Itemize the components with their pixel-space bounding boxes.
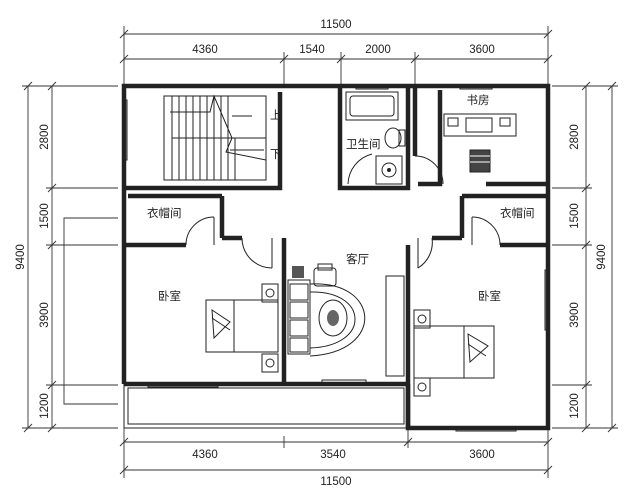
- stair-down-label: 下: [270, 147, 282, 161]
- top-dimension-3: 2000: [365, 44, 391, 56]
- bottom-dimension-2: 3540: [320, 449, 346, 461]
- right-bedroom-bed: [385, 269, 549, 432]
- top-dimension-1: 4360: [192, 44, 218, 56]
- right-dimension-1: 2800: [569, 124, 581, 150]
- bedroom-doors: [241, 237, 433, 269]
- bathroom-fixtures: [345, 85, 406, 185]
- left-bedroom-label: 卧室: [158, 289, 181, 303]
- study-label: 书房: [467, 93, 490, 107]
- left-dimension-4: 1200: [39, 393, 51, 419]
- living-room-furniture: [287, 263, 367, 385]
- right-total-dimension: 9400: [596, 244, 608, 270]
- bottom-dimension-chain: [119, 428, 553, 478]
- living-room-label: 客厅: [346, 252, 369, 266]
- stair-up-label: 上: [270, 108, 282, 122]
- right-dimension-3: 3900: [569, 302, 581, 328]
- right-dimension-chain: [552, 81, 618, 433]
- top-dimension-chain: [119, 26, 553, 86]
- right-cloakroom-door: [471, 216, 501, 246]
- bottom-dimension-1: 4360: [192, 449, 218, 461]
- top-total-dimension: 11500: [320, 19, 351, 31]
- left-cloakroom-door: [185, 216, 215, 246]
- interior-walls: [124, 86, 548, 428]
- left-total-dimension: 9400: [15, 244, 27, 270]
- left-bedroom-bed: [147, 283, 279, 388]
- bottom-dimension-3: 3600: [469, 449, 495, 461]
- study-furniture: [414, 85, 517, 185]
- left-cloakroom-label: 衣帽间: [147, 206, 182, 220]
- right-dimension-4: 1200: [569, 393, 581, 419]
- left-dimension-1: 2800: [39, 124, 51, 150]
- bathroom-label: 卫生间: [346, 137, 381, 151]
- top-dimension-4: 3600: [469, 44, 495, 56]
- bottom-total-dimension: 11500: [320, 476, 351, 488]
- left-dimension-2: 1500: [39, 203, 51, 229]
- right-dimension-2: 1500: [569, 203, 581, 229]
- left-dimension-3: 3900: [39, 302, 51, 328]
- right-bedroom-label: 卧室: [478, 289, 501, 303]
- exterior-walls: [121, 83, 551, 431]
- right-cloakroom-label: 衣帽间: [500, 206, 535, 220]
- staircase: [123, 94, 267, 181]
- left-dimension-chain: [22, 81, 118, 433]
- top-dimension-2: 1540: [299, 44, 325, 56]
